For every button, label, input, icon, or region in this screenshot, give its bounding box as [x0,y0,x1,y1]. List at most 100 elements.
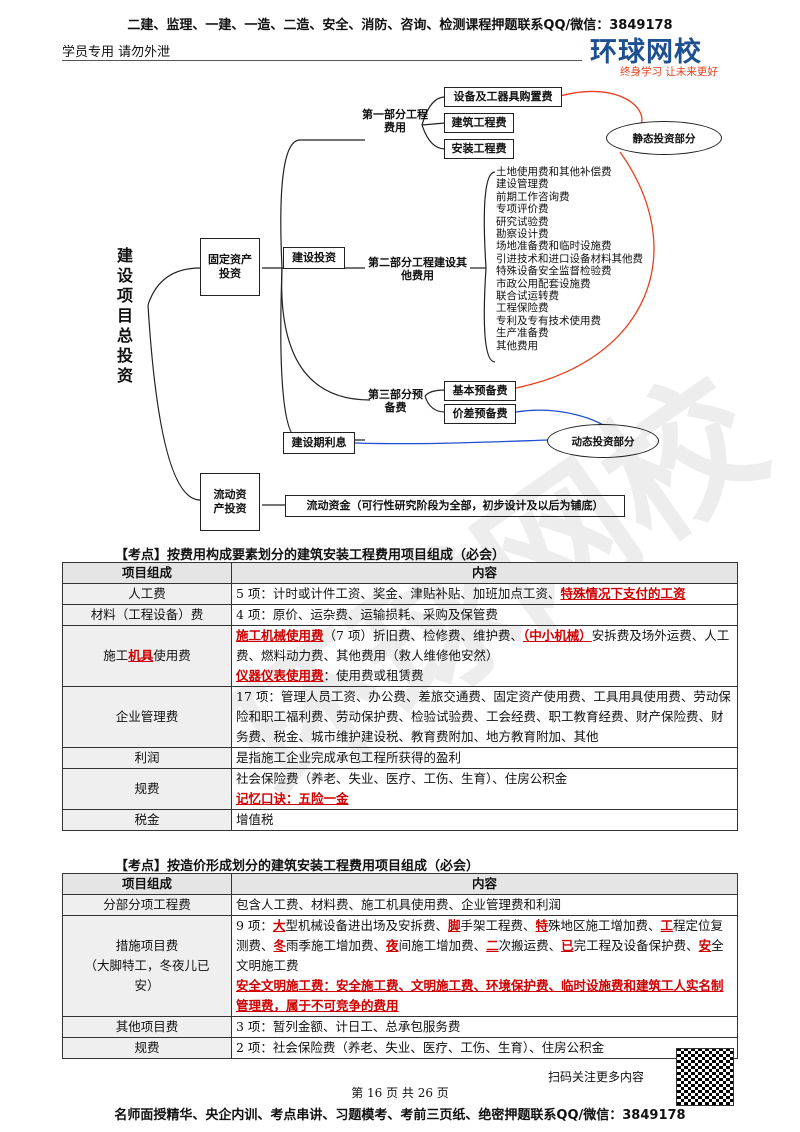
highlight-text: 夜 [386,938,399,953]
page-number: 第 16 页 共 26 页 [351,1086,449,1100]
box-building-works: 建筑工程费 [444,113,514,133]
highlight-text: 安 [698,938,712,953]
col-header-content: 内容 [231,562,738,584]
list-item: 其他费用 [496,339,538,352]
list-item: 市政公用配套设施费 [496,277,591,290]
oval-static-investment: 静态投资部分 [606,121,722,155]
row-content: 2 项：社会保险费（养老、失业、医疗、工伤、生育）、住房公积金 [231,1037,738,1059]
table-row: 规费 2 项：社会保险费（养老、失业、医疗、工伤、生育）、住房公积金 [62,1037,738,1059]
table-header-row: 项目组成 内容 [62,873,738,895]
text-segment: 型机械设备进出场及安拆费、 [285,918,448,933]
list-item: 特殊设备安全监督检验费 [496,265,612,278]
row-name: 分部分项工程费 [62,894,232,916]
text-segment: （大脚特工，冬夜儿已安） [84,958,210,993]
highlight-text: 冬 [273,938,287,953]
row-content: 是指施工企业完成承包工程所获得的盈利 [231,747,738,769]
text-segment: 全文明施工费 [236,938,724,973]
oval-dynamic-investment: 动态投资部分 [547,424,659,458]
text-segment: 雨季施工增加费、 [286,938,387,953]
row-name: 措施项目费（大脚特工，冬夜儿已安） [62,915,232,1017]
table-row: 规费 社会保险费（养老、失业、医疗、工伤、生育）、住房公积金记忆口诀：五险一金 [62,768,738,810]
list-item: 引进技术和进口设备材料其他费 [496,252,643,265]
table-row: 利润 是指施工企业完成承包工程所获得的盈利 [62,747,738,769]
row-name: 企业管理费 [62,686,232,748]
table-cost-elements: 项目组成 内容 人工费 5 项：计时或计件工资、奖金、津贴补贴、加班加点工资、特… [62,562,738,831]
highlight-text: 二 [486,938,499,953]
table-row: 其他项目费 3 项：暂列金额、计日工、总承包服务费 [62,1016,738,1038]
list-item: 前期工作咨询费 [496,190,570,203]
table-header-row: 项目组成 内容 [62,562,738,584]
header-left-note: 学员专用 请勿外泄 [62,45,171,60]
highlight-text: 安全文明施工费：安全施工费、文明施工费、环境保护费、临时设施费和建筑工人实名制管… [236,978,724,1013]
col-header-item: 项目组成 [62,562,232,584]
row-name: 规费 [62,1037,232,1059]
part2-item-list: 土地使用费和其他补偿费 建设管理费 前期工作咨询费 专项评价费 研究试验费 勘察… [496,166,666,352]
row-content: 9 项：大型机械设备进出场及安拆费、脚手架工程费、特殊地区施工增加费、工程定位复… [231,915,738,1017]
table-row: 税金 增值税 [62,809,738,831]
row-name: 规费 [62,768,232,810]
text-segment: 社会保险费（养老、失业、医疗、工伤、生育）、住房公积金 [236,771,568,786]
section1-title: 【考点】按费用构成要素划分的建筑安装工程费用项目组成（必会） [115,548,506,563]
box-price-reserve: 价差预备费 [444,404,516,424]
label-part3: 第三部分预备费 [368,388,423,415]
highlight-text: 已 [561,938,574,953]
row-name: 人工费 [62,583,232,605]
table-row: 分部分项工程费 包含人工费、材料费、施工机具使用费、企业管理费和利润 [62,894,738,916]
box-installation-works: 安装工程费 [444,139,514,159]
list-item: 生产准备费 [496,327,549,340]
brand-logo: 环球网校 [590,37,702,68]
row-content: 施工机械使用费（7 项）折旧费、检修费、维护费、（中小机械）安拆费及场外运费、人… [231,625,738,687]
label-part2: 第二部分工程建设其他费用 [368,256,467,283]
highlight-text: 工 [660,918,674,933]
list-item: 勘察设计费 [496,228,549,241]
list-item: 专利及专有技术使用费 [496,314,601,327]
label-part1: 第一部分工程费用 [362,108,428,135]
row-content: 包含人工费、材料费、施工机具使用费、企业管理费和利润 [231,894,738,916]
list-item: 联合试运转费 [496,290,559,303]
highlight-text: 脚 [447,918,461,933]
text-segment: 5 项：计时或计件工资、奖金、津贴补贴、加班加点工资、 [236,586,561,601]
box-equipment-purchase: 设备及工器具购置费 [444,87,562,107]
brand-slogan: 终身学习 让未来更好 [620,66,718,78]
row-content: 社会保险费（养老、失业、医疗、工伤、生育）、住房公积金记忆口诀：五险一金 [231,768,738,810]
text-segment: 次搬运费、 [498,938,562,953]
highlight-text: 记忆口诀：五险一金 [236,791,349,806]
highlight-text: 大 [272,918,286,933]
box-liquid-funds: 流动资金（可行性研究阶段为全部，初步设计及以后为铺底） [285,495,625,517]
highlight-text: （中小机械） [522,628,592,643]
text-segment: 间施工增加费、 [398,938,487,953]
table-row: 施工机具使用费 施工机械使用费（7 项）折旧费、检修费、维护费、（中小机械）安拆… [62,625,738,687]
highlight-text: 施工机械使用费 [236,628,324,643]
row-name: 利润 [62,747,232,769]
row-name: 税金 [62,809,232,831]
list-item: 土地使用费和其他补偿费 [496,166,612,178]
text-segment: 完工程及设备保护费、 [573,938,699,953]
qr-caption: 扫码关注更多内容 [548,1070,645,1084]
text-segment: 9 项： [236,918,273,933]
highlight-text: 特殊情况下支付的工资 [560,586,686,601]
highlight-text: 特 [535,918,549,933]
header-contact-line: 二建、监理、一建、一造、二造、安全、消防、咨询、检测课程押题联系QQ/微信：38… [127,18,673,33]
row-name: 施工机具使用费 [62,625,232,687]
row-content: 17 项：管理人员工资、办公费、差旅交通费、固定资产使用费、工具用具使用费、劳动… [231,686,738,748]
table-row: 措施项目费（大脚特工，冬夜儿已安） 9 项：大型机械设备进出场及安拆费、脚手架工… [62,915,738,1017]
text-segment: 殊地区施工增加费、 [548,918,661,933]
table-cost-formation: 项目组成 内容 分部分项工程费 包含人工费、材料费、施工机具使用费、企业管理费和… [62,873,738,1059]
table-row: 企业管理费 17 项：管理人员工资、办公费、差旅交通费、固定资产使用费、工具用具… [62,686,738,748]
qr-code[interactable] [676,1048,734,1106]
row-content: 3 项：暂列金额、计日工、总承包服务费 [231,1016,738,1038]
diagram-root: 建设项目总投资 [116,246,133,385]
text-segment: 施工 [103,648,129,663]
box-construction-investment: 建设投资 [283,247,345,269]
table-row: 材料（工程设备）费 4 项：原价、运杂费、运输损耗、采购及保管费 [62,604,738,626]
text-segment: 使用费 [153,648,191,663]
list-item: 研究试验费 [496,215,549,228]
row-content: 5 项：计时或计件工资、奖金、津贴补贴、加班加点工资、特殊情况下支付的工资 [231,583,738,605]
highlight-text: 机具 [128,648,154,663]
box-fixed-assets: 固定资产投资 [200,238,260,296]
box-liquid-assets: 流动资产投资 [200,473,260,531]
row-name: 其他项目费 [62,1016,232,1038]
row-name: 材料（工程设备）费 [62,604,232,626]
highlight-text: 仪器仪表使用费 [236,668,324,683]
text-segment: 安拆费及场外运费、人工费、燃料动力费、其他费用（救人维修他安然） [236,628,730,663]
